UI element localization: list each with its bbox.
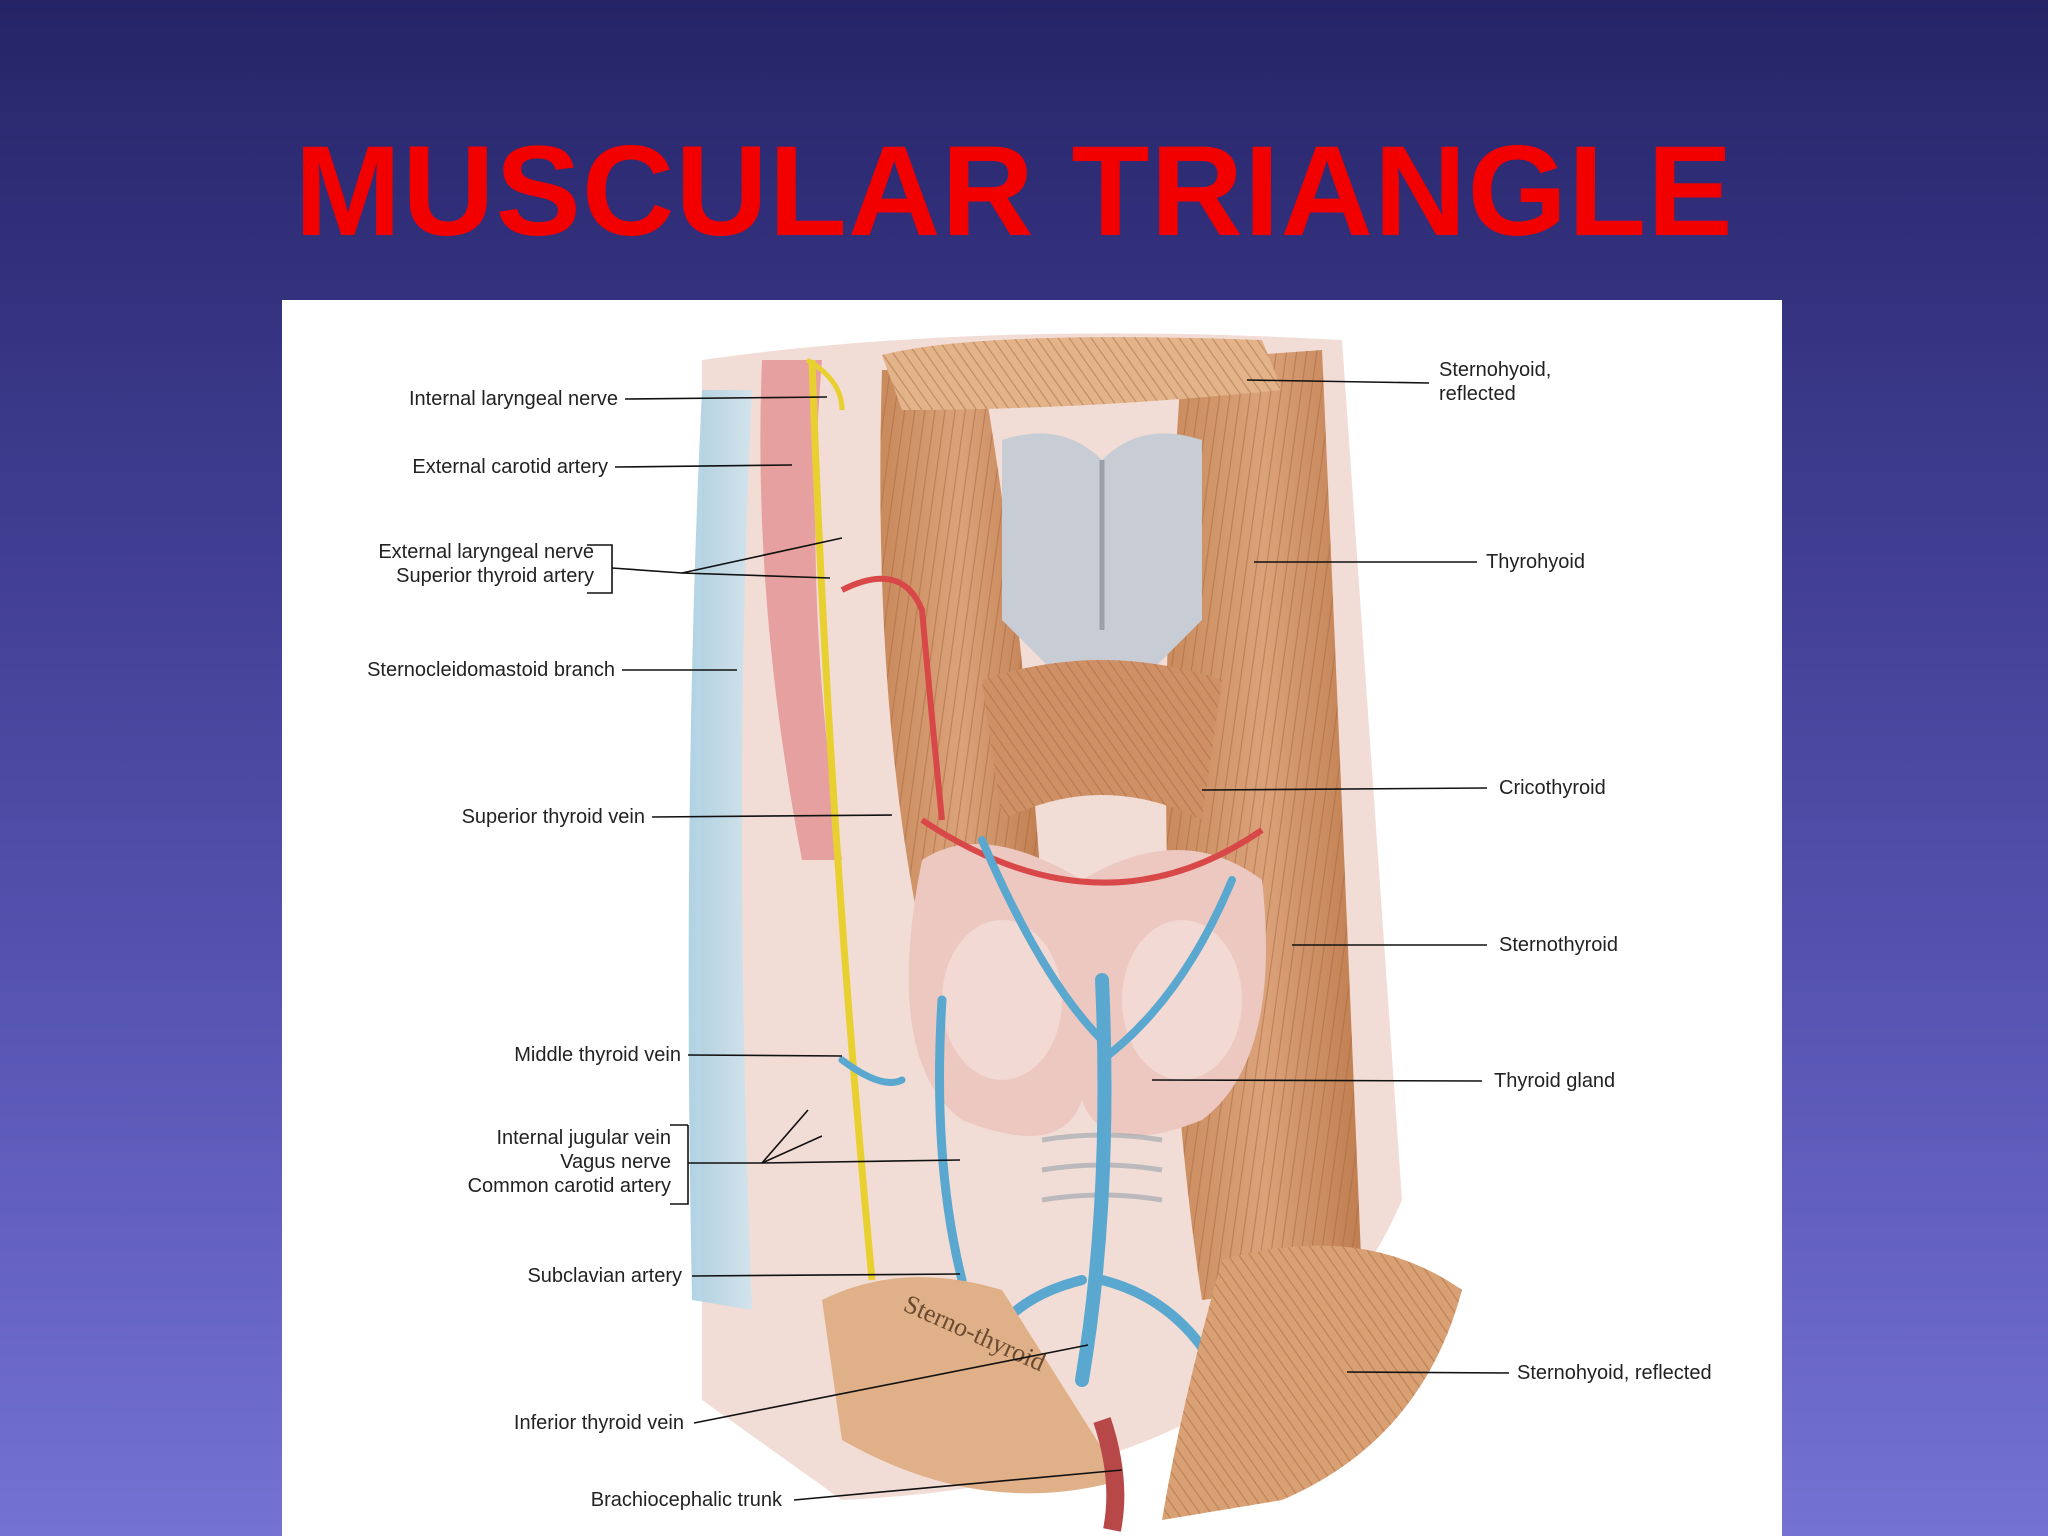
label-external-carotid-artery: External carotid artery bbox=[412, 456, 608, 478]
label-brachiocephalic-trunk: Brachiocephalic trunk bbox=[590, 1489, 782, 1511]
label-subclavian-artery: Subclavian artery bbox=[527, 1265, 682, 1287]
superior-thyroid-artery-shape bbox=[920, 817, 1264, 886]
label-internal-laryngeal-nerve: Internal laryngeal nerve bbox=[408, 388, 618, 410]
leader-lines bbox=[587, 379, 1510, 1501]
label-inferior-thyroid-vein: Inferior thyroid vein bbox=[513, 1412, 684, 1434]
label-common-carotid-artery: Common carotid artery bbox=[467, 1175, 671, 1197]
label-superior-thyroid-vein: Superior thyroid vein bbox=[461, 806, 645, 828]
illustration-panel: Sterno-thyroid bbox=[282, 300, 1782, 1536]
sternothyroid-bottom-muscle bbox=[822, 1277, 1122, 1494]
slide-title: MUSCULAR TRIANGLE bbox=[294, 120, 1734, 263]
brachiocephalic-trunk-shape bbox=[1093, 1417, 1125, 1532]
internal-jugular-vein-shape bbox=[688, 390, 752, 1310]
label-cricothyroid: Cricothyroid bbox=[1499, 777, 1606, 799]
carotid-artery-shape bbox=[760, 360, 842, 860]
label-middle-thyroid-vein: Middle thyroid vein bbox=[514, 1044, 681, 1066]
label-external-laryngeal-nerve: External laryngeal nerve bbox=[378, 541, 594, 563]
neck-anatomy-illustration: Sterno-thyroid bbox=[587, 333, 1510, 1532]
label-sternohyoid-reflected-top-1: Sternohyoid, bbox=[1439, 359, 1552, 381]
thyroid-veins bbox=[838, 836, 1236, 1387]
label-sternohyoid-reflected-top-2: reflected bbox=[1439, 383, 1516, 405]
label-superior-thyroid-artery: Superior thyroid artery bbox=[396, 565, 594, 587]
label-sternothyroid: Sternothyroid bbox=[1499, 934, 1618, 956]
label-thyroid-gland: Thyroid gland bbox=[1494, 1070, 1616, 1092]
vagus-nerve-shape bbox=[808, 359, 876, 1281]
label-thyrohyoid: Thyrohyoid bbox=[1486, 551, 1585, 573]
label-vagus-nerve: Vagus nerve bbox=[560, 1151, 671, 1173]
label-sternocleidomastoid-branch: Sternocleidomastoid branch bbox=[367, 659, 615, 681]
label-internal-jugular-vein: Internal jugular vein bbox=[496, 1127, 671, 1149]
label-sternohyoid-reflected-bottom: Sternohyoid, reflected bbox=[1517, 1362, 1712, 1384]
internal-laryngeal-nerve-shape bbox=[805, 357, 845, 411]
